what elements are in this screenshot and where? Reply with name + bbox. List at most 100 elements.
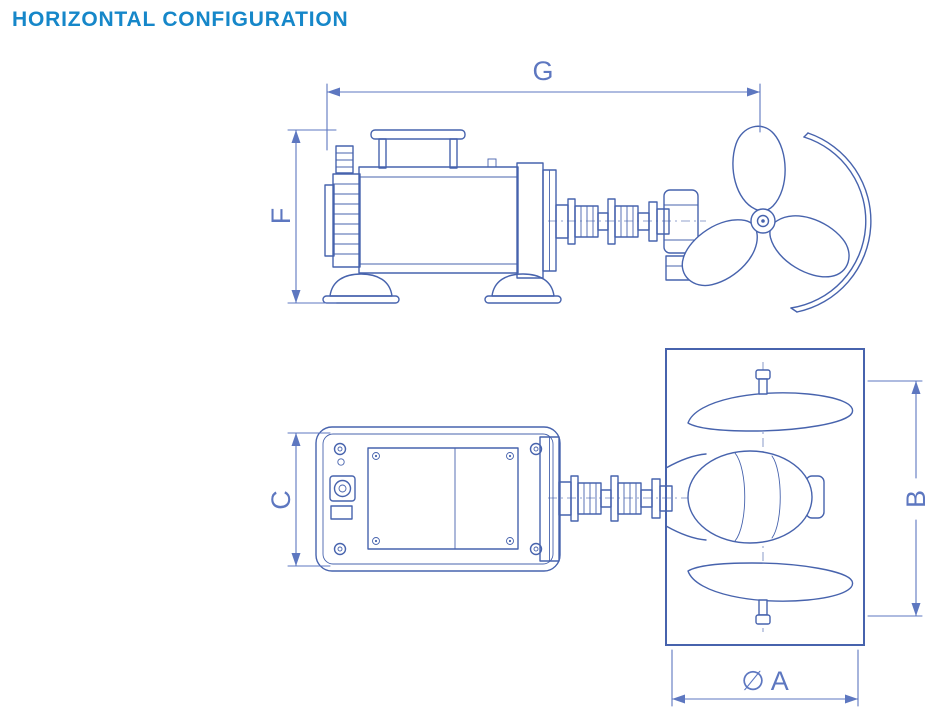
coupling-spacer-1 — [597, 212, 609, 231]
pod-curvature-line-1 — [734, 452, 746, 542]
dim-f-arrow-bottom — [291, 290, 301, 303]
cover-screw — [506, 537, 514, 545]
cover-screw — [372, 537, 380, 545]
fitting-cap — [755, 614, 771, 625]
gland-bore — [338, 484, 347, 493]
cover-screw-dot — [374, 454, 378, 458]
motor-side-view — [322, 129, 562, 304]
blade-tip-fitting-top — [755, 369, 771, 395]
dim-label-a: ∅ A — [741, 666, 789, 696]
cover-screw-dot — [374, 539, 378, 543]
dim-a-arrow-left — [672, 694, 685, 704]
cover-plate — [367, 447, 519, 550]
fitting-stem — [758, 599, 768, 616]
vent-plug — [487, 158, 497, 168]
mount-hole — [529, 442, 543, 456]
guard-arc-outer — [796, 132, 872, 313]
plan-blade-top — [687, 392, 854, 432]
dimension-g: G — [326, 56, 761, 151]
end-plate — [324, 184, 335, 257]
plan-output-flange — [539, 436, 560, 562]
drive-coupling-plan — [548, 475, 700, 522]
dimension-c: C — [266, 432, 331, 567]
propeller-blade-top — [732, 125, 786, 212]
cover-screw-dot — [508, 454, 512, 458]
dim-b-arrow-bottom — [911, 603, 921, 616]
plan-coupling-ribs-1 — [583, 482, 597, 515]
cooling-fins — [332, 183, 361, 255]
mount-hole-center — [533, 446, 539, 452]
coupling-disc-2 — [607, 198, 616, 245]
plan-coupling-spacer-2 — [640, 489, 653, 508]
plan-coupling-disc-1 — [570, 475, 579, 522]
plan-coupling-disc-2 — [610, 475, 619, 522]
dim-g-arrow-left — [327, 87, 340, 97]
drive-coupling-side — [548, 198, 706, 245]
dim-c-arrow-top — [291, 433, 301, 446]
end-cap-body — [332, 173, 361, 268]
page-title: HORIZONTAL CONFIGURATION — [12, 8, 349, 31]
foot-dome-left — [329, 273, 393, 297]
propeller-blade-left — [769, 215, 850, 278]
pod-cone-bottom — [665, 525, 707, 541]
blade-tip-fitting-bottom — [755, 599, 771, 625]
coupling-hub — [656, 208, 670, 235]
dim-b-arrow-top — [911, 381, 921, 394]
gearbox-seams — [663, 204, 699, 241]
coupling-spacer-2 — [637, 212, 650, 231]
terminal-box-body — [335, 145, 354, 174]
propeller-side — [681, 125, 872, 313]
plan-shaft-stub — [558, 481, 572, 516]
side-view: G F — [266, 56, 872, 313]
end-cap — [324, 173, 361, 268]
motor-body — [358, 166, 519, 274]
motor-plan-inner-outline — [322, 433, 554, 565]
motor-plan-view — [315, 426, 561, 572]
thruster-plan-view — [665, 362, 854, 632]
handle-post-right — [449, 138, 458, 169]
dim-label-b: B — [901, 490, 926, 508]
pod-cone-top — [665, 453, 707, 469]
plan-coupling-spacer-1 — [600, 489, 612, 508]
handle-post-left — [378, 138, 387, 169]
gland-ring — [333, 479, 352, 498]
mount-hole-center — [337, 446, 343, 452]
fitting-stem — [758, 378, 768, 395]
dim-label-g: G — [532, 56, 553, 86]
mount-hole-center — [533, 546, 539, 552]
handle-bar — [370, 129, 466, 140]
coupling-block-1 — [574, 205, 599, 238]
foot-base-right — [484, 295, 562, 304]
mount-hole — [529, 542, 543, 556]
coupling-disc-1 — [567, 198, 576, 245]
plan-coupling-block-2 — [617, 482, 642, 515]
shaft-stub — [555, 204, 569, 239]
dim-label-f: F — [266, 208, 296, 225]
dim-g-arrow-right — [747, 87, 760, 97]
guard-arc-inner — [790, 136, 867, 309]
plan-coupling-block-1 — [577, 482, 602, 515]
propeller-hub-center — [761, 219, 765, 223]
dim-a-arrow-right — [845, 694, 858, 704]
dim-c-arrow-bottom — [291, 553, 301, 566]
coupling-ribs-1 — [580, 205, 594, 238]
mount-hole — [333, 442, 347, 456]
dimension-a: ∅ A — [671, 649, 859, 707]
gearbox-body — [663, 189, 699, 254]
mounting-holes — [333, 442, 543, 556]
guard-arc-ends — [790, 132, 809, 313]
dim-f-arrow-top — [291, 130, 301, 143]
cable-gland — [329, 458, 356, 520]
flange-outer — [516, 162, 544, 279]
foot-dome-right — [491, 273, 555, 297]
dimension-f: F — [266, 129, 337, 304]
cover-screw — [506, 452, 514, 460]
motor-body-seams — [358, 176, 519, 265]
output-flange — [516, 162, 557, 279]
propeller-blade-right — [681, 219, 758, 287]
pod-curvature-line-2 — [771, 455, 781, 539]
cover-screw — [372, 452, 380, 460]
dimension-b: B — [867, 380, 926, 617]
